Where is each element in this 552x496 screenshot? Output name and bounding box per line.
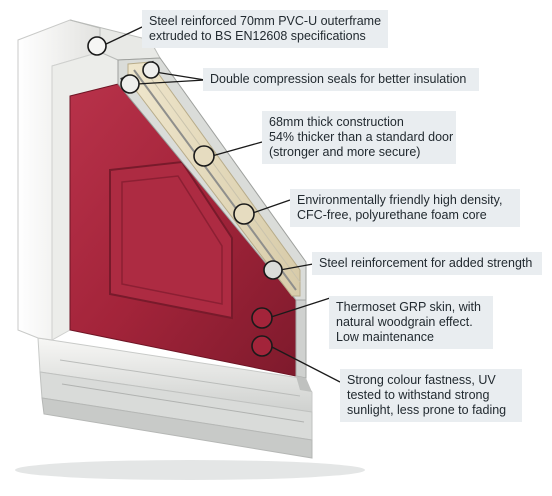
callout-line: Low maintenance xyxy=(336,330,434,344)
leader-foam xyxy=(249,199,291,215)
callout-line: Steel reinforced 70mm PVC-U outerframe xyxy=(149,14,382,28)
callout-line: CFC-free, polyurethane foam core xyxy=(297,208,487,222)
callout-line: Thermoset GRP skin, with xyxy=(336,300,481,314)
callout-foam-core: Environmentally friendly high density, C… xyxy=(290,189,520,227)
callout-line: (stronger and more secure) xyxy=(269,145,421,159)
sill-groove-2 xyxy=(61,383,305,423)
sill-top xyxy=(37,337,313,413)
marker-foam xyxy=(233,203,255,225)
door-panel-inner xyxy=(121,175,223,305)
steel-reinforcement-bar xyxy=(133,69,297,291)
callout-markers xyxy=(87,36,283,357)
marker-grp xyxy=(251,307,273,329)
callout-line: Double compression seals for better insu… xyxy=(210,72,467,86)
leader-outerframe xyxy=(103,26,143,46)
callout-line: Environmentally friendly high density, xyxy=(297,193,503,207)
marker-colour xyxy=(251,335,273,357)
door-panel xyxy=(109,160,233,320)
callout-line: tested to withstand strong xyxy=(347,388,490,402)
foam-texture-line xyxy=(141,65,301,283)
sill-base xyxy=(41,397,313,459)
threshold-edge xyxy=(296,376,312,392)
callout-seals: Double compression seals for better insu… xyxy=(203,68,479,91)
marker-seal-outer xyxy=(142,61,160,79)
leader-seal-inner xyxy=(136,79,206,85)
leader-lines xyxy=(103,26,341,383)
callout-grp-skin: Thermoset GRP skin, with natural woodgra… xyxy=(329,296,493,349)
leader-steel xyxy=(279,263,314,271)
callout-line: 68mm thick construction xyxy=(269,115,404,129)
marker-outerframe xyxy=(87,36,107,56)
leader-thickness xyxy=(211,141,263,157)
callout-line: sunlight, less prone to fading xyxy=(347,403,507,417)
leader-colour xyxy=(269,345,341,383)
callout-steel-reinforcement: Steel reinforcement for added strength xyxy=(312,252,542,275)
floor-shadow xyxy=(15,460,365,480)
callout-line: Steel reinforcement for added strength xyxy=(319,256,533,270)
sill-groove xyxy=(59,359,301,397)
marker-steel xyxy=(263,260,283,280)
callout-outerframe: Steel reinforced 70mm PVC-U outerframe e… xyxy=(142,10,388,48)
callout-line: extruded to BS EN12608 specifications xyxy=(149,29,366,43)
door-edge-bottom xyxy=(295,299,307,379)
marker-thickness xyxy=(193,145,215,167)
callout-colour-fastness: Strong colour fastness, UV tested to wit… xyxy=(340,369,522,422)
callout-line: natural woodgrain effect. xyxy=(336,315,473,329)
callout-line: 54% thicker than a standard door xyxy=(269,130,454,144)
callout-line: Strong colour fastness, UV xyxy=(347,373,496,387)
callout-thickness: 68mm thick construction 54% thicker than… xyxy=(262,111,456,164)
leader-seal-outer xyxy=(154,71,206,81)
marker-seal-inner xyxy=(120,74,140,94)
leader-grp xyxy=(267,297,331,319)
